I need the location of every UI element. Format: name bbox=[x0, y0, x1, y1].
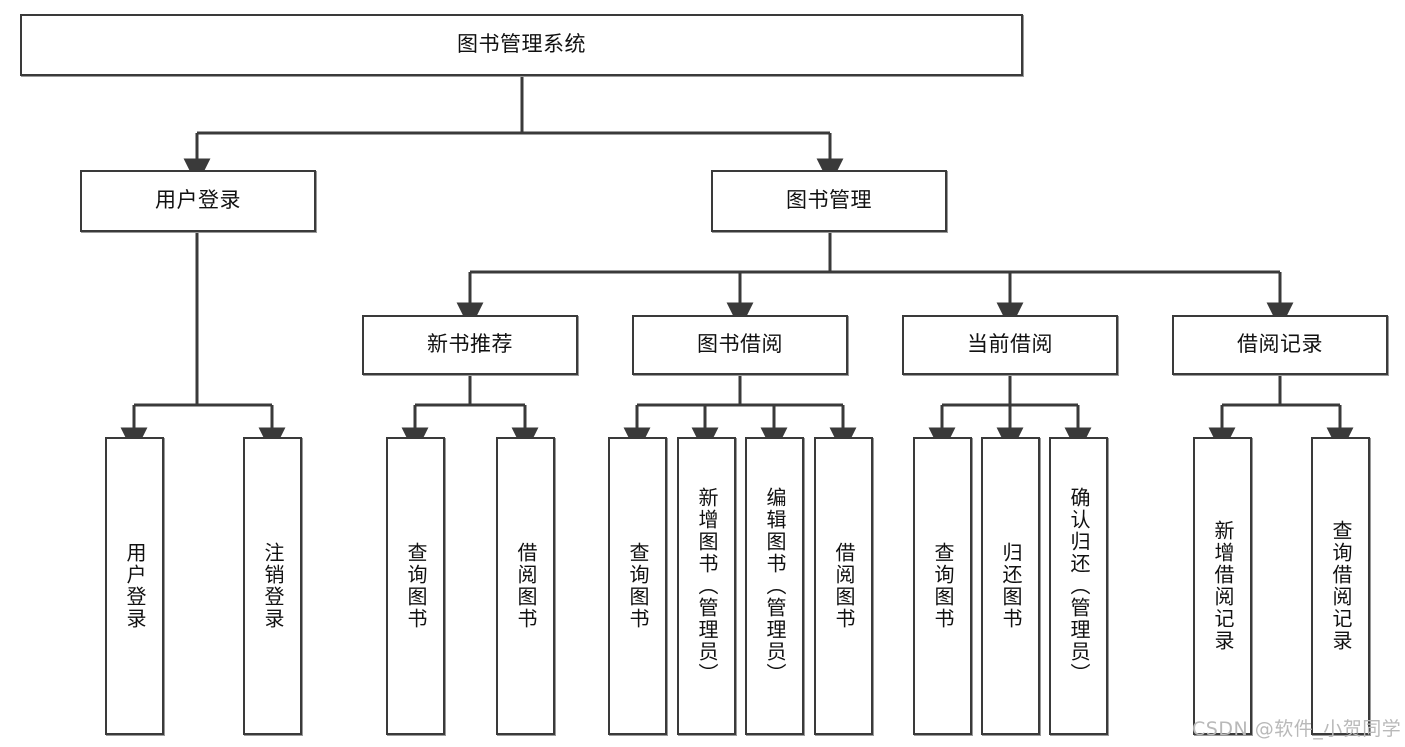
node-borrow-record-label: 借阅记录 bbox=[1237, 332, 1323, 357]
node-current-borrow[interactable]: 当前借阅 bbox=[902, 315, 1118, 375]
node-leaf-query-book-2[interactable]: 查询图书 bbox=[608, 437, 667, 735]
node-leaf-add-book-admin[interactable]: 新增图书（管理员） bbox=[677, 437, 736, 735]
node-leaf-user-login[interactable]: 用户登录 bbox=[105, 437, 164, 735]
node-leaf-query-book-3-label: 查询图书 bbox=[931, 542, 955, 630]
node-leaf-edit-book-admin[interactable]: 编辑图书（管理员） bbox=[745, 437, 804, 735]
csdn-watermark: CSDN @软件_小贺同学 bbox=[1192, 718, 1402, 740]
node-leaf-borrow-book-2[interactable]: 借阅图书 bbox=[814, 437, 873, 735]
node-leaf-query-borrow-record[interactable]: 查询借阅记录 bbox=[1311, 437, 1370, 735]
node-leaf-query-book-3[interactable]: 查询图书 bbox=[913, 437, 972, 735]
node-leaf-return-book[interactable]: 归还图书 bbox=[981, 437, 1040, 735]
node-leaf-query-borrow-record-label: 查询借阅记录 bbox=[1329, 520, 1353, 652]
node-root[interactable]: 图书管理系统 bbox=[20, 14, 1023, 76]
node-user-login-label: 用户登录 bbox=[155, 188, 241, 213]
node-leaf-query-book-1-label: 查询图书 bbox=[404, 542, 428, 630]
node-leaf-borrow-book-1-label: 借阅图书 bbox=[514, 542, 538, 630]
node-book-borrow-label: 图书借阅 bbox=[697, 332, 783, 357]
node-user-login[interactable]: 用户登录 bbox=[80, 170, 316, 232]
node-leaf-confirm-return-admin[interactable]: 确认归还（管理员） bbox=[1049, 437, 1108, 735]
node-leaf-user-login-label: 用户登录 bbox=[123, 542, 147, 630]
node-leaf-add-borrow-record[interactable]: 新增借阅记录 bbox=[1193, 437, 1252, 735]
node-leaf-logout[interactable]: 注销登录 bbox=[243, 437, 302, 735]
node-leaf-confirm-return-admin-label: 确认归还（管理员） bbox=[1067, 487, 1091, 685]
node-current-borrow-label: 当前借阅 bbox=[967, 332, 1053, 357]
node-leaf-return-book-label: 归还图书 bbox=[999, 542, 1023, 630]
node-book-management[interactable]: 图书管理 bbox=[711, 170, 947, 232]
node-leaf-logout-label: 注销登录 bbox=[261, 542, 285, 630]
node-leaf-add-book-admin-label: 新增图书（管理员） bbox=[695, 487, 719, 685]
node-new-book-recommend-label: 新书推荐 bbox=[427, 332, 513, 357]
node-leaf-query-book-2-label: 查询图书 bbox=[626, 542, 650, 630]
node-borrow-record[interactable]: 借阅记录 bbox=[1172, 315, 1388, 375]
node-leaf-borrow-book-2-label: 借阅图书 bbox=[832, 542, 856, 630]
node-leaf-query-book-1[interactable]: 查询图书 bbox=[386, 437, 445, 735]
node-leaf-add-borrow-record-label: 新增借阅记录 bbox=[1211, 520, 1235, 652]
node-leaf-edit-book-admin-label: 编辑图书（管理员） bbox=[763, 487, 787, 685]
node-book-borrow[interactable]: 图书借阅 bbox=[632, 315, 848, 375]
node-new-book-recommend[interactable]: 新书推荐 bbox=[362, 315, 578, 375]
node-leaf-borrow-book-1[interactable]: 借阅图书 bbox=[496, 437, 555, 735]
node-book-management-label: 图书管理 bbox=[786, 188, 872, 213]
node-root-label: 图书管理系统 bbox=[457, 32, 586, 57]
